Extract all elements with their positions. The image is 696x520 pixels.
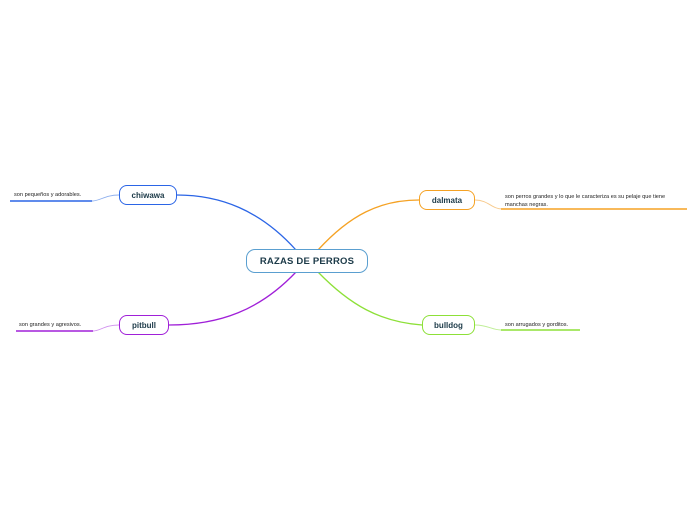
connector-chiwawa (176, 194, 297, 251)
topic-bulldog[interactable]: bulldog (422, 315, 475, 335)
topic-pitbull[interactable]: pitbull (119, 315, 169, 335)
central-topic[interactable]: RAZAS DE PERROS (246, 249, 368, 273)
connector-dalmata (317, 199, 420, 251)
leaf-connector-bulldog (474, 324, 502, 331)
leaf-connector-pitbull (92, 324, 120, 332)
connector-bulldog (317, 271, 423, 326)
subtopic-bulldog-description[interactable]: son arrugados y gorditos. (505, 322, 569, 328)
leaf-connector-dalmata (474, 199, 503, 210)
topic-dalmata[interactable]: dalmata (419, 190, 475, 210)
subtopic-dalmata-description[interactable]: son perros grandes y lo que le caracteri… (505, 194, 666, 208)
subtopic-pitbull-description[interactable]: son grandes y agresivos. (19, 322, 82, 328)
leaf-connector-chiwawa (91, 194, 120, 202)
subtopic-chiwawa-description[interactable]: son pequeños y adorables. (14, 192, 82, 198)
connector-pitbull (168, 271, 297, 326)
topic-chiwawa[interactable]: chiwawa (119, 185, 177, 205)
